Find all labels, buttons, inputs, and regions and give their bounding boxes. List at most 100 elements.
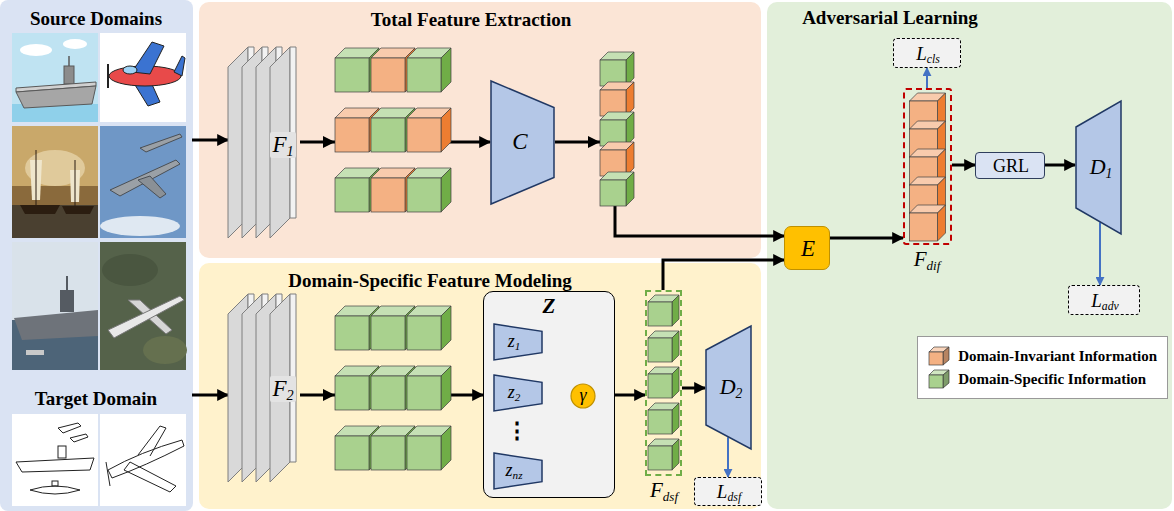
node-label: Lcls [916,44,940,65]
painting-ships-image [12,126,98,238]
text-holder: Ldsf [717,482,741,503]
node-label: F2 [270,376,295,401]
flow-arrow [555,142,784,236]
flow-arrow [663,260,784,290]
loss-box: Ladv [1068,285,1140,315]
loss-box: Lcls [893,38,961,68]
sketch-ships-image [58,446,66,458]
feature-cube [407,376,441,410]
gate-circle: γ [570,383,596,409]
text-holder: C [512,129,527,154]
node-label: C [512,129,527,154]
feature-cube [626,172,634,206]
discriminator-block: D2 [705,325,752,450]
connector-group [192,68,1100,477]
legend-swatch [943,370,949,388]
feature-cube [672,331,679,362]
feature-cube [441,168,451,212]
flow-arrow [727,437,729,477]
sketch-ships-image [16,458,94,472]
text-holder: Fdif [914,248,941,271]
carrier-photo-image [12,242,98,370]
carrier-photo-image [14,310,98,340]
feature-cube [648,367,679,398]
panel-title: Adversarial Learning [802,8,978,29]
gate-circle-outline [571,384,595,408]
text-holder: D2 [720,375,743,399]
feature-cube [407,118,441,152]
feature-cube [626,112,634,146]
node-label: D1 [1090,155,1113,179]
feature-cube [648,410,672,434]
expert-block: znz [493,452,543,490]
legend-swatch [928,369,950,389]
text-holder: ⋮ [506,419,528,443]
text-holder: Z [543,295,556,318]
feature-cube [672,439,679,470]
text-holder: D1 [1090,155,1113,179]
feature-cube [626,82,634,116]
text-holder: Fdsf [650,479,678,502]
text-holder: GRL [993,157,1029,177]
expert-block-outline [494,375,542,411]
text-holder: z2 [508,383,521,403]
arrow-head [323,136,335,148]
text-holder: E [801,236,815,261]
feature-cube [441,108,451,152]
feature-cube [910,93,946,129]
feature-cube [441,306,451,350]
cartoon-carrier-image [63,39,87,49]
feature-cube [672,295,679,326]
sketch-ships-image [58,423,81,433]
feature-cube [407,108,451,152]
expert-block-outline [494,453,542,489]
feature-cube [600,180,626,206]
panel-title: Target Domain [35,389,157,410]
feature-cube [648,403,679,434]
sketch-plane-image [108,440,184,478]
panel-fill [0,0,193,511]
flow-arrow [1045,164,1075,167]
node-label: Fdif [914,248,941,271]
node-label: Z [543,295,556,318]
sketch-plane-image [100,414,186,506]
cartoon-plane-image [174,56,185,76]
cartoon-carrier-image [16,86,96,108]
expert-block: z1 [493,323,543,361]
cartoon-plane-image [123,66,137,74]
node-label: Fdsf [650,479,678,502]
carrier-photo-image [26,350,44,355]
sketch-plane-image [138,426,166,456]
discriminator-block-outline [1076,101,1121,234]
legend-swatch [943,347,949,365]
legend-swatch [929,375,943,388]
legend-swatch [943,347,949,365]
expert-group: z1 z2 znz γ Z [483,291,615,498]
feature-cube [371,376,405,410]
feature-cube [335,436,369,470]
jets-photo-image [100,126,186,238]
feature-extractor: F2 [228,292,300,484]
flow-arrow [1099,222,1101,285]
painting-ships-image [75,160,76,206]
painting-ships-image [62,206,94,214]
stage-panel: LclsE Fdif GRL D1Ladv Adversarial Learning [767,2,1172,509]
feature-cube [600,142,634,176]
cartoon-plane-image [100,33,186,122]
cartoon-carrier-image [68,56,70,66]
expert-block: z2 [493,374,543,412]
text-holder: znz [506,461,523,481]
feature-cube [335,58,369,92]
feature-cube [600,82,634,116]
feature-cube [371,436,405,470]
node-label: GRL [993,157,1029,177]
panel-title: Domain-Specific Feature Modeling [288,271,572,292]
feature-cube [441,48,451,92]
panel-title: Source Domains [30,9,162,30]
node-label: Ladv [1091,291,1119,312]
arrow-head [323,389,335,401]
flow-arrow [192,139,228,142]
text-holder: Ladv [1091,291,1119,312]
feature-cube [371,178,405,212]
cartoon-carrier-image [20,44,52,56]
